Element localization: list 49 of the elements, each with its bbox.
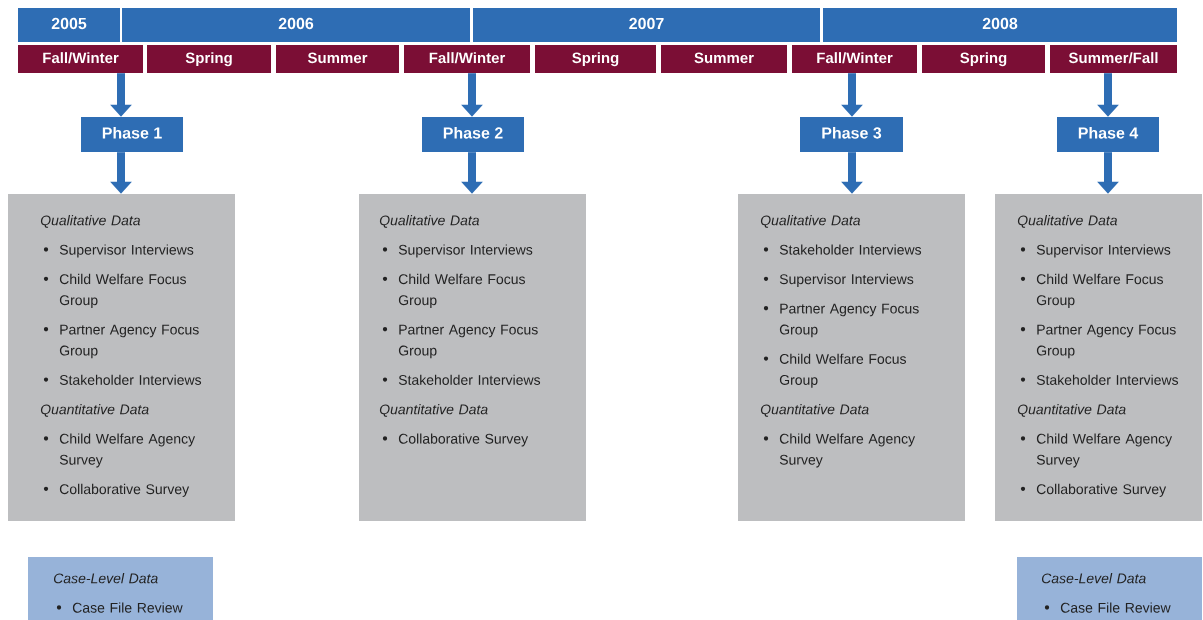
node-label: 2005 (51, 17, 87, 30)
category-heading: Case-Level Data (54, 573, 158, 584)
category-heading: Quantitative Data (760, 404, 869, 417)
season-bar: Fall/Winter (792, 45, 917, 73)
bullet-item: Collaborative Survey (382, 433, 529, 447)
bullet-item: Stakeholder Interviews (382, 374, 541, 385)
bullet-item: Child Welfare Agency Survey (1020, 433, 1173, 468)
node-label: 2006 (278, 17, 314, 30)
bullet-item: Child Welfare Focus Group (763, 353, 906, 388)
bullet-item: Supervisor Interviews (763, 273, 914, 287)
bullet-item: Child Welfare Agency Survey (763, 433, 916, 468)
bullet-item: Child Welfare Focus Group (43, 273, 186, 308)
category-heading: Qualitative Data (1017, 215, 1118, 228)
season-bar: Summer (276, 45, 399, 73)
bullet-item: Case File Review (1044, 602, 1171, 613)
year-bar: 2006 (122, 8, 470, 42)
category-heading: Qualitative Data (379, 215, 480, 228)
bullet-item: Stakeholder Interviews (763, 244, 922, 255)
category-heading: Quantitative Data (379, 404, 488, 417)
season-bar: Fall/Winter (404, 45, 530, 73)
category-heading: Case-Level Data (1041, 573, 1146, 584)
bullet-item: Supervisor Interviews (382, 244, 533, 258)
bullet-item: Child Welfare Focus Group (382, 273, 525, 308)
bullet-item: Partner Agency Focus Group (43, 324, 199, 359)
bullet-item: Supervisor Interviews (1020, 244, 1171, 258)
bullet-item: Partner Agency Focus Group (382, 324, 538, 359)
category-heading: Qualitative Data (40, 215, 141, 228)
bullet-item: Collaborative Survey (43, 483, 190, 497)
season-bar: Spring (535, 45, 656, 73)
bullet-item: Collaborative Survey (1020, 483, 1167, 497)
year-bar: 2007 (473, 8, 820, 42)
bullet-item: Partner Agency Focus Group (763, 303, 919, 338)
season-bar: Summer/Fall (1050, 45, 1177, 73)
bullet-item: Supervisor Interviews (43, 244, 194, 258)
season-bar: Spring (922, 45, 1045, 73)
year-bar: 2005 (18, 8, 120, 42)
season-bar: Summer (661, 45, 787, 73)
category-heading: Quantitative Data (40, 404, 149, 417)
year-bar: 2008 (823, 8, 1177, 42)
category-heading: Quantitative Data (1017, 404, 1126, 417)
category-heading: Qualitative Data (760, 215, 861, 228)
bullet-item: Partner Agency Focus Group (1020, 324, 1176, 359)
season-bar: Fall/Winter (18, 45, 143, 73)
bullet-item: Child Welfare Focus Group (1020, 273, 1163, 308)
season-bar: Spring (147, 45, 271, 73)
bullet-item: Child Welfare Agency Survey (43, 433, 196, 468)
bullet-item: Case File Review (56, 602, 183, 613)
bullet-item: Stakeholder Interviews (43, 374, 202, 385)
bullet-item: Stakeholder Interviews (1020, 374, 1179, 385)
